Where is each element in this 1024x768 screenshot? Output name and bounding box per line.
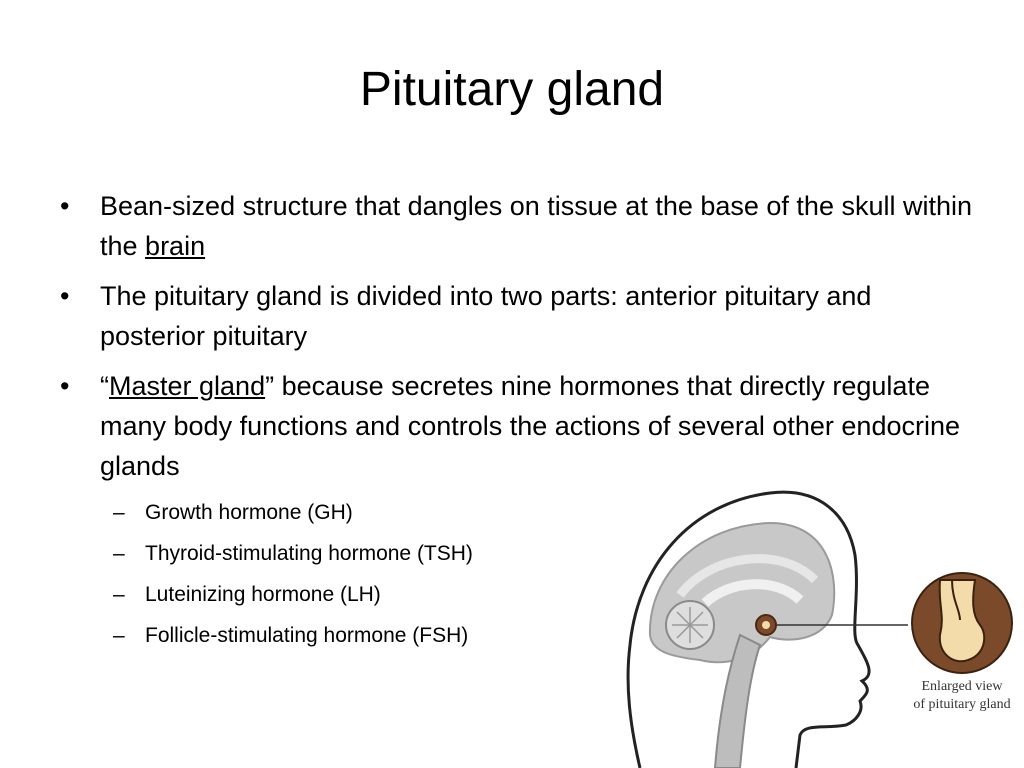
bullet-item-2: • The pituitary gland is divided into tw… — [60, 276, 980, 356]
dash-mark: – — [113, 583, 125, 606]
sub-bullet-item-2: – Thyroid-stimulating hormone (TSH) — [113, 539, 473, 569]
bullet-item-3: • “Master gland” because secretes nine h… — [60, 366, 980, 486]
brain-link[interactable]: brain — [145, 231, 206, 261]
sub-bullet-text: Follicle-stimulating hormone (FSH) — [145, 624, 469, 647]
bullet-mark: • — [60, 191, 70, 221]
dash-mark: – — [113, 501, 125, 524]
sub-bullet-text: Growth hormone (GH) — [145, 501, 353, 524]
corpus-callosum — [701, 579, 804, 607]
sub-bullet-item-3: – Luteinizing hormone (LH) — [113, 580, 381, 610]
bullet-text-before: “ — [100, 371, 109, 401]
sub-bullet-item-4: – Follicle-stimulating hormone (FSH) — [113, 621, 469, 651]
enlarged-gland — [938, 579, 986, 663]
dash-mark: – — [113, 542, 125, 565]
sub-bullet-item-1: – Growth hormone (GH) — [113, 498, 353, 528]
brainstem — [713, 633, 762, 768]
enlarged-stalk — [951, 579, 961, 621]
slide-title: Pituitary gland — [359, 63, 665, 116]
sub-bullet-text: Luteinizing hormone (LH) — [145, 583, 381, 606]
caption-line-2: of pituitary gland — [913, 697, 1011, 712]
bullet-mark: • — [60, 281, 70, 311]
master-gland-link[interactable]: Master gland — [109, 371, 266, 401]
bullet-text: Bean-sized structure that dangles on tis… — [100, 191, 973, 261]
figure-caption: Enlarged view of pituitary gland — [900, 678, 1024, 714]
bullet-mark: • — [60, 371, 70, 401]
caption-line-1: Enlarged view — [921, 679, 1003, 694]
pituitary-illustration — [626, 490, 1013, 768]
cerebellum-folds — [672, 607, 708, 643]
bullet-text: ” because secretes nine hormones that di… — [100, 371, 961, 481]
dash-mark: – — [113, 624, 125, 647]
bullet-text: The pituitary gland is divided into two … — [100, 281, 872, 351]
brain-fold — [676, 554, 819, 598]
bullet-item-1: • Bean-sized structure that dangles on t… — [60, 186, 980, 266]
sub-bullet-text: Thyroid-stimulating hormone (TSH) — [145, 542, 473, 565]
